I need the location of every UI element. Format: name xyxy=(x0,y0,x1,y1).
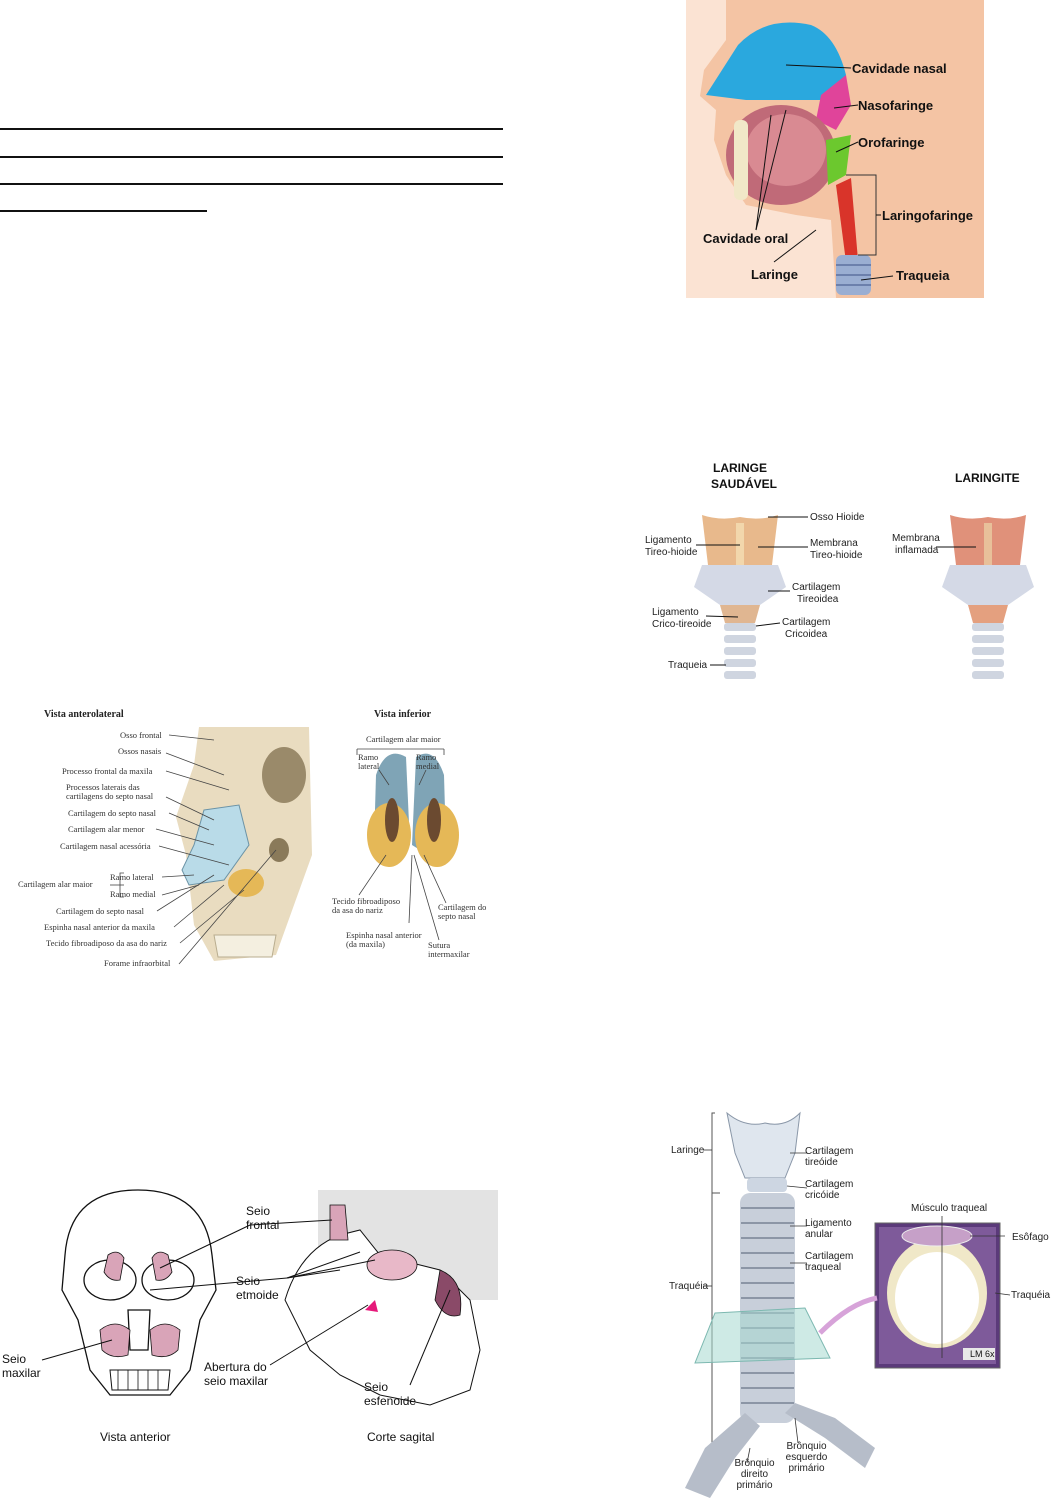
label-cavidade-oral: Cavidade oral xyxy=(703,231,789,246)
label-cart-cricoidea-1: Cartilagem xyxy=(782,617,831,628)
trachea-label-esofago: Esôfago xyxy=(1012,1232,1049,1243)
label-osso-hioide: Osso Hioide xyxy=(810,512,865,523)
pharynx-figure: Cavidade nasal Nasofaringe Orofaringe La… xyxy=(686,0,984,298)
label-lig-crico-1: Ligamento xyxy=(652,607,699,618)
trachea-label-cart-cricoide: Cartilagem cricóide xyxy=(805,1179,854,1201)
label-membrana-inflamada-2: inflamada xyxy=(895,545,939,556)
sphenoid-sinus xyxy=(434,1269,462,1317)
writing-line-3 xyxy=(0,183,503,185)
maxillary-sinus-right xyxy=(149,1323,181,1358)
label-laringe: Laringe xyxy=(751,267,798,282)
laryngopharynx-shape xyxy=(836,178,858,262)
label-traqueia: Traqueia xyxy=(896,268,950,283)
nose-label-cart-septo-2: Cartilagem do septo nasal xyxy=(56,906,145,916)
writing-line-2 xyxy=(0,156,503,158)
trachea-figure: Laringe Traquéia Cartilagem tireóide Car… xyxy=(665,1108,1055,1506)
sinus-illustrations xyxy=(41,1189,498,1406)
trachea-label-traqueia-left: Traquéia xyxy=(669,1281,709,1292)
label-lig-tireo-2: Tireo-hioide xyxy=(645,547,698,558)
frontal-sinus-right xyxy=(151,1251,173,1281)
nose-label-tecido-fibroadiposo: Tecido fibroadiposo da asa do nariz xyxy=(46,938,167,948)
nose-label-cart-septo-1: Cartilagem do septo nasal xyxy=(68,808,157,818)
label-seio-esfenoide: Seio esfenoide xyxy=(364,1380,417,1408)
nose-label-cart-alar-maior-inf: Cartilagem alar maior xyxy=(366,734,441,744)
label-lig-crico-2: Crico-tireoide xyxy=(652,619,712,630)
label-cavidade-nasal: Cavidade nasal xyxy=(852,61,947,76)
micrograph xyxy=(874,1222,1001,1369)
nose-illustrations xyxy=(110,727,459,965)
label-lig-tireo-1: Ligamento xyxy=(645,535,692,546)
trachea-rings xyxy=(740,1193,795,1423)
label-nasofaringe: Nasofaringe xyxy=(858,98,934,113)
healthy-larynx xyxy=(694,515,808,679)
trachea-label-cart-traqueal: Cartilagem traqueal xyxy=(805,1251,854,1273)
trachea-label-bronquio-direito: Brônquio direito primário xyxy=(734,1458,775,1491)
nose-label-ramo-medial-inf: Ramo medial xyxy=(416,752,440,771)
trachea-label-musculo: Músculo traqueal xyxy=(911,1203,988,1214)
label-seio-etmoide: Seio etmoide xyxy=(236,1274,279,1302)
nose-label-processos-laterais: Processos laterais das cartilagens do se… xyxy=(66,782,154,801)
label-abertura-seio-maxilar: Abertura do seio maxilar xyxy=(204,1360,269,1388)
pharynx-illustration xyxy=(686,0,984,298)
nose-label-ramo-medial: Ramo medial xyxy=(110,889,156,899)
label-cart-tireoidea-2: Tireoidea xyxy=(797,594,839,605)
sinus-figure: Seio frontal Seio etmoide Seio maxilar A… xyxy=(0,1189,500,1450)
nose-label-cart-alar-menor: Cartilagem alar menor xyxy=(68,824,145,834)
label-seio-frontal: Seio frontal xyxy=(246,1204,280,1232)
trachea-label-bronquio-esquerdo: Brônquio esquerdo primário xyxy=(785,1441,828,1474)
nasopharynx-shape xyxy=(816,75,851,130)
nose-label-tecido-inf: Tecido fibroadiposo da asa do nariz xyxy=(332,896,401,915)
larynx-illustrations xyxy=(694,515,1034,679)
healthy-title-2: SAUDÁVEL xyxy=(711,477,778,491)
inflamed-larynx xyxy=(936,515,1034,679)
maxillary-sinus-left xyxy=(99,1323,131,1358)
nose-right-title: Vista inferior xyxy=(374,709,432,720)
healthy-title-1: LARINGE xyxy=(713,461,767,475)
nose-label-ramo-lateral: Ramo lateral xyxy=(110,872,154,882)
trachea-label-lig-anular: Ligamento anular xyxy=(805,1218,852,1240)
trachea-label-cart-tireoide: Cartilagem tireóide xyxy=(805,1146,854,1168)
caption-corte-sagital: Corte sagital xyxy=(367,1430,435,1444)
nose-label-osso-frontal: Osso frontal xyxy=(120,730,162,740)
micrograph-magnification: LM 6x xyxy=(970,1349,995,1359)
nose-label-espinha-nasal: Espinha nasal anterior da maxila xyxy=(44,922,155,932)
nose-label-ossos-nasais: Ossos nasais xyxy=(118,746,162,756)
nose-figure: Vista anterolateral Vista inferior xyxy=(14,705,494,973)
trachea-illustration xyxy=(685,1111,1011,1498)
writing-line-1 xyxy=(0,128,503,130)
label-cart-cricoidea-2: Cricoidea xyxy=(785,629,828,640)
nose-label-sutura-inf: Sutura intermaxilar xyxy=(428,940,470,959)
label-membrana-inflamada-1: Membrana xyxy=(892,533,940,544)
nose-label-cart-nasal-acessoria: Cartilagem nasal acessória xyxy=(60,841,151,851)
nasal-cavity-shape xyxy=(706,22,846,100)
label-cart-tireoidea-1: Cartilagem xyxy=(792,582,841,593)
larynx-figure: LARINGE SAUDÁVEL LARINGITE xyxy=(640,455,1056,695)
nose-label-ramo-lateral-inf: Ramo lateral xyxy=(358,752,380,771)
nose-label-cart-alar-maior: Cartilagem alar maior xyxy=(18,879,93,889)
label-traqueia-larynx: Traqueia xyxy=(668,660,708,671)
label-memb-tireo-2: Tireo-hioide xyxy=(810,550,863,561)
label-laringofaringe: Laringofaringe xyxy=(882,208,974,223)
caption-vista-anterior: Vista anterior xyxy=(100,1430,171,1444)
label-seio-maxilar: Seio maxilar xyxy=(2,1352,41,1380)
laryngitis-title: LARINGITE xyxy=(955,471,1020,485)
nose-label-processo-frontal: Processo frontal da maxila xyxy=(62,766,153,776)
nose-left-title: Vista anterolateral xyxy=(44,709,124,720)
label-memb-tireo-1: Membrana xyxy=(810,538,858,549)
frontal-sinus-left xyxy=(103,1251,125,1281)
nose-label-septo-inf: Cartilagem do septo nasal xyxy=(438,902,487,921)
nose-label-forame-infraorbital: Forame infraorbital xyxy=(104,958,171,968)
nose-label-espinha-inf: Espinha nasal anterior (da maxila) xyxy=(346,930,422,949)
trachea-label-traqueia-right: Traquéia xyxy=(1011,1290,1051,1301)
label-orofaringe: Orofaringe xyxy=(858,135,925,150)
trachea-label-laringe: Laringe xyxy=(671,1145,705,1156)
writing-line-4 xyxy=(0,210,207,212)
